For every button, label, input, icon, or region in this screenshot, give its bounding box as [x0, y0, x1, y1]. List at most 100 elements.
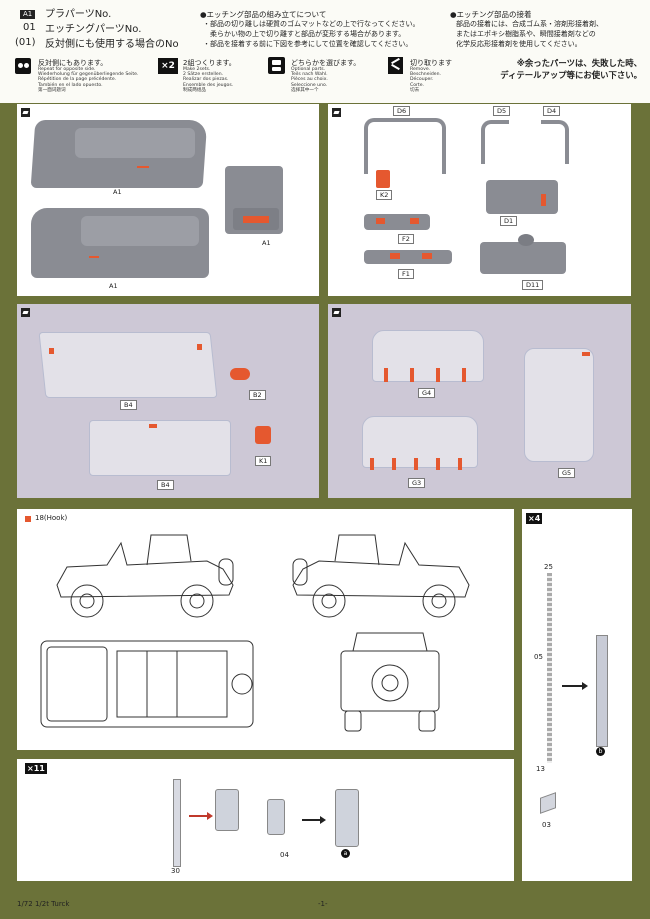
g3-tab — [392, 458, 396, 470]
mark-a: a — [341, 849, 350, 858]
arrow-right-icon — [302, 819, 322, 821]
label-f2: F2 — [398, 234, 414, 244]
k1-part — [255, 426, 271, 444]
k2-part — [376, 170, 390, 188]
panel-clear-parts-right: G4 G3 G5 — [328, 304, 631, 498]
label-a1-top: A1 — [113, 188, 122, 196]
mark-b: b — [596, 747, 605, 756]
etch-bracket — [215, 789, 239, 831]
panel-small-parts: D6 D5 D4 K2 D1 F2 F1 D11 — [328, 104, 631, 296]
legend-remove-en: Remove. Beschneiden. Découper. Corte. 切去 — [410, 67, 441, 93]
legend-optional-jp: どちらかを選びます。 — [291, 59, 361, 67]
label-f1: F1 — [398, 269, 414, 279]
legend-repeat-icon — [15, 58, 31, 74]
panel-etch-x11: ×11 30 04 a — [17, 759, 514, 881]
arrow-head-icon — [582, 682, 588, 690]
f2-marker — [376, 218, 385, 224]
label-b2: B2 — [249, 390, 266, 400]
hook-legend-swatch — [25, 516, 31, 522]
etch-part-03 — [540, 792, 556, 814]
f2-bumper — [364, 214, 430, 230]
legend-optional-icon — [268, 57, 285, 74]
g3-tab — [414, 458, 418, 470]
legend-repeat-jp: 反対側にもあります。 — [38, 59, 108, 67]
windshield-b4-bottom — [89, 420, 231, 476]
label-d5: D5 — [493, 106, 511, 116]
label-d4: D4 — [543, 106, 561, 116]
instruction-header: A1 01 (01) プラパーツNo. エッチングパーツNo. 反対側にも使用す… — [0, 0, 650, 103]
d11-part — [480, 242, 566, 274]
g4-tab — [462, 368, 466, 382]
rollbar-d6 — [364, 118, 446, 174]
legend-repeat-en: Repeat for opposite side. Wiederholung f… — [38, 67, 139, 93]
rollbar-d4 — [541, 120, 569, 164]
vehicle-side-view-left — [56, 534, 234, 618]
x4-badge: ×4 — [526, 513, 543, 524]
g4-tab — [410, 368, 414, 382]
etch-label-25: 25 — [544, 563, 553, 571]
step-marker-icon — [332, 108, 341, 117]
step-marker-icon — [21, 308, 30, 317]
g3-tab — [436, 458, 440, 470]
g5-marker — [582, 352, 590, 356]
label-k2: K2 — [376, 190, 393, 200]
vehicle-side-view-right — [292, 534, 470, 618]
f1-bumper — [364, 250, 452, 264]
panel-etch-x4: ×4 25 05 13 b 03 — [522, 509, 632, 881]
arrow-right-icon — [562, 685, 584, 687]
marker-orange — [89, 256, 99, 258]
etch-assembly-title: ●エッチング部品の組み立てについて — [200, 10, 327, 19]
d11-detail — [518, 234, 534, 246]
body-shell-bottom-highlight — [81, 216, 199, 246]
g4-tab — [384, 368, 388, 382]
etch-label-05: 05 — [534, 653, 543, 661]
rollbar-d5 — [481, 120, 509, 164]
vehicle-top-view — [40, 640, 254, 728]
legend-make2-jp: 2組つくります。 — [183, 59, 236, 67]
window-frame-g4 — [372, 330, 484, 382]
g3-tab — [458, 458, 462, 470]
label-k1: K1 — [255, 456, 272, 466]
etch-assembly-line3: ・部品を接着する前に下図を参考にして位置を確認してください。 — [203, 40, 413, 48]
g4-tab — [436, 368, 440, 382]
etch-glue-line3: 化学反応形接着剤を使用してください。 — [456, 40, 582, 48]
d1-marker — [541, 194, 546, 206]
label-d6: D6 — [393, 106, 411, 116]
legend-optional-en: Optional parts. Teils nach Wahl. Pièces … — [291, 67, 328, 93]
f2-marker — [410, 218, 419, 224]
legend-make2-en: Make 2sets. 2 Sätze erstellen. Realizar … — [183, 67, 234, 93]
footer-scale-title: 1/72 1/2t Turck — [17, 900, 70, 908]
etch-label-04: 04 — [280, 851, 289, 859]
b4-marker — [197, 344, 202, 350]
vehicle-rear-view — [340, 632, 440, 732]
title-plastic: プラパーツNo. — [45, 9, 112, 20]
label-d11: D11 — [522, 280, 544, 290]
etch-strip-05 — [547, 573, 552, 763]
g3-tab — [370, 458, 374, 470]
arrow-head-icon — [320, 816, 326, 824]
windshield-b4-top — [38, 332, 218, 398]
etch-assembly-line2: 柔らかい物の上で切り離すと部品が変形する場合があります。 — [210, 30, 406, 38]
label-g4: G4 — [418, 388, 436, 398]
label-d1: D1 — [500, 216, 518, 226]
etch-assembled — [335, 789, 359, 847]
label-b4-top: B4 — [120, 400, 137, 410]
step-marker-icon — [21, 108, 30, 117]
d1-part — [486, 180, 558, 214]
b4-marker — [49, 348, 54, 354]
hook-legend-label: 18(Hook) — [35, 514, 68, 522]
label-g5: G5 — [558, 468, 576, 478]
etch-assembly-line1: ・部品の切り離しは硬質のゴムマットなどの上で行なってください。 — [203, 20, 420, 28]
label-b4-bottom: B4 — [157, 480, 174, 490]
panel-vehicle-views: 18(Hook) — [17, 509, 514, 750]
x11-badge: ×11 — [25, 763, 47, 774]
etch-glue-title: ●エッチング部品の接着 — [450, 10, 532, 19]
f1-marker — [390, 253, 400, 259]
panel-clear-parts-left: B4 B2 B4 K1 — [17, 304, 319, 498]
leftover-note: ※余ったパーツは、失敗した時、 ディテールアップ等にお使い下さい。 — [500, 58, 642, 80]
step-marker-icon — [332, 308, 341, 317]
hood-grille-orange — [243, 216, 269, 223]
body-shell-top-highlight — [75, 128, 195, 158]
etch-glue-line1: 部品の接着には、合成ゴム系・溶剤形接着剤、 — [456, 20, 603, 28]
f1-marker — [422, 253, 432, 259]
